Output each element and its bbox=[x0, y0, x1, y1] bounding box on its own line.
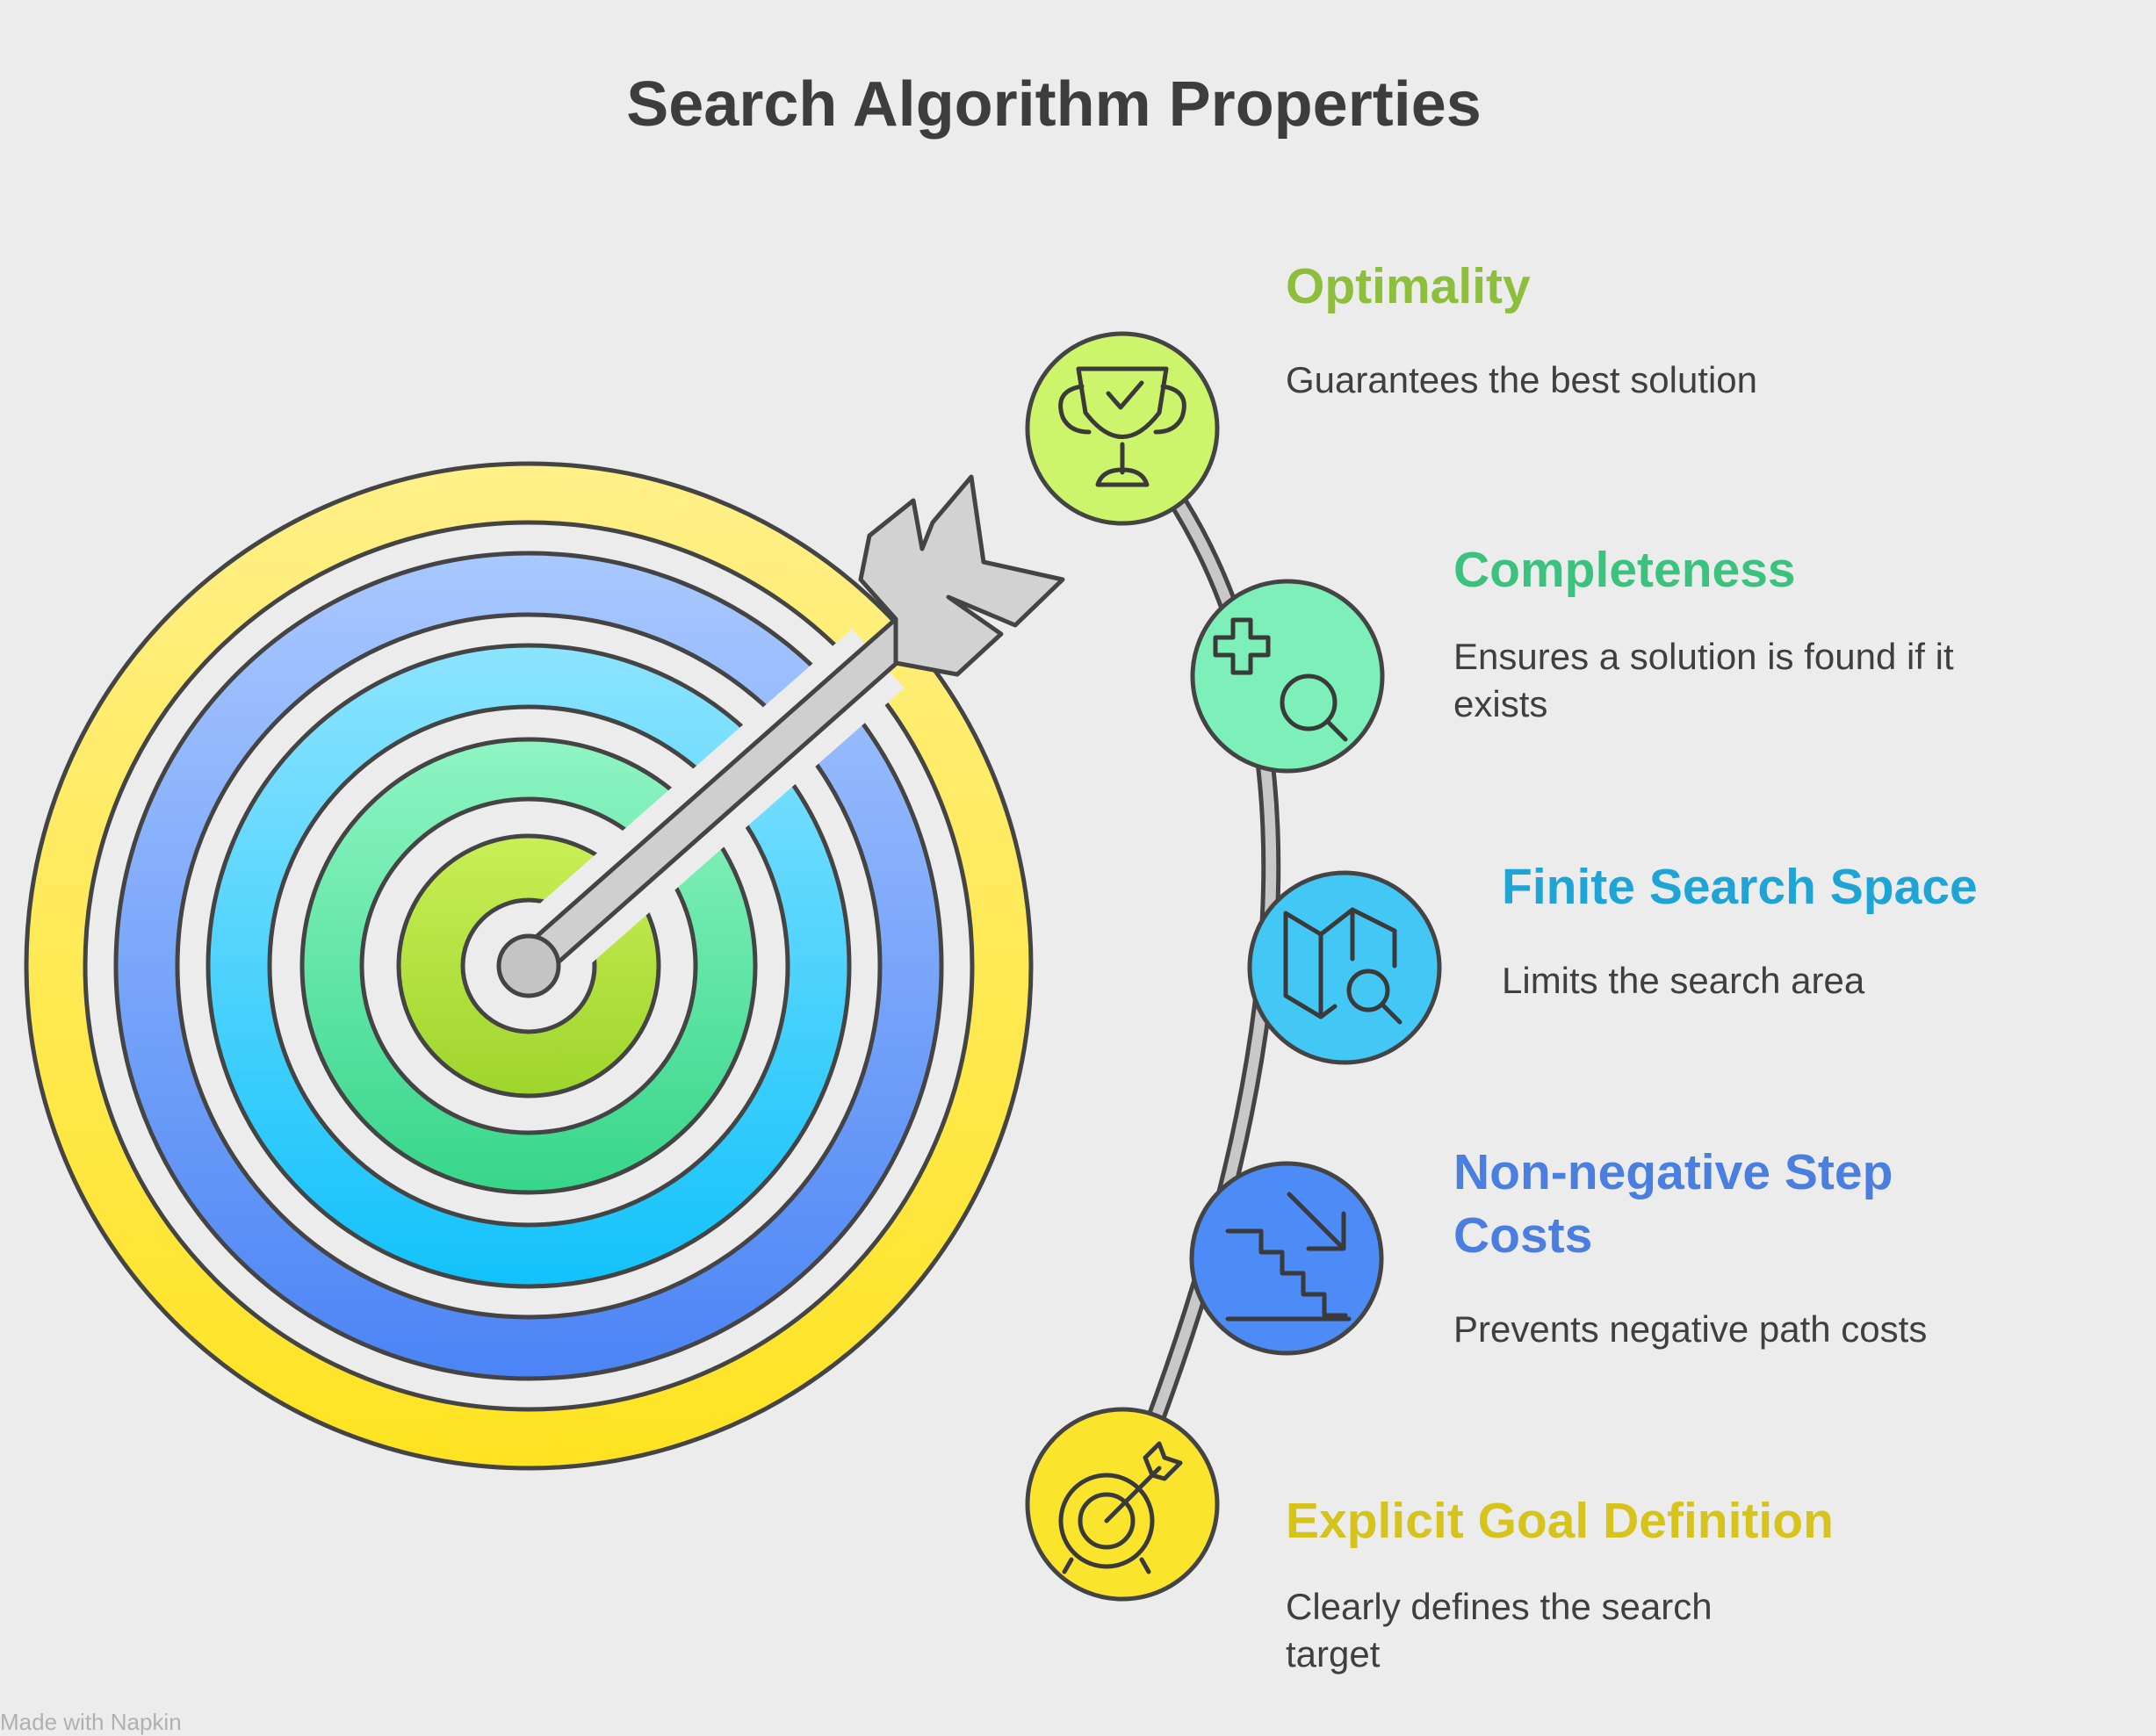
plus-search-icon bbox=[1213, 617, 1348, 742]
finite-search-space-title: Finite Search Space bbox=[1502, 859, 1978, 915]
arrow-tip-dot bbox=[496, 933, 561, 998]
optimality-circle bbox=[1025, 331, 1220, 526]
finite-search-space-description: Limits the search area bbox=[1502, 960, 1865, 1001]
explicit-goal-definition-description: Clearly defines the search target bbox=[1286, 1586, 1713, 1675]
completeness-description: Ensures a solution is found if it exists bbox=[1453, 636, 1954, 724]
explicit-goal-definition-title: Explicit Goal Definition bbox=[1286, 1493, 1834, 1549]
non-negative-step-costs-title: Non-negative Step Costs bbox=[1453, 1144, 1893, 1264]
map-search-icon bbox=[1283, 907, 1402, 1025]
stairs-down-icon bbox=[1225, 1192, 1352, 1322]
arrow-graphic bbox=[496, 474, 1065, 998]
completeness-title: Completeness bbox=[1453, 542, 1796, 598]
non-negative-step-costs-circle bbox=[1189, 1161, 1384, 1356]
non-negative-step-costs-description: Prevents negative path costs bbox=[1453, 1308, 1928, 1350]
diagram-title: Search Algorithm Properties bbox=[626, 69, 1482, 140]
finite-search-space-circle bbox=[1247, 870, 1442, 1065]
optimality-description: Guarantees the best solution bbox=[1286, 359, 1758, 400]
completeness-circle bbox=[1190, 579, 1385, 774]
trophy-icon bbox=[1058, 366, 1186, 487]
footer-credit: Made with Napkin bbox=[0, 1709, 182, 1735]
arrow-fletching bbox=[858, 474, 1065, 677]
optimality-title: Optimality bbox=[1286, 258, 1531, 314]
target-arrow-icon bbox=[1058, 1441, 1183, 1574]
